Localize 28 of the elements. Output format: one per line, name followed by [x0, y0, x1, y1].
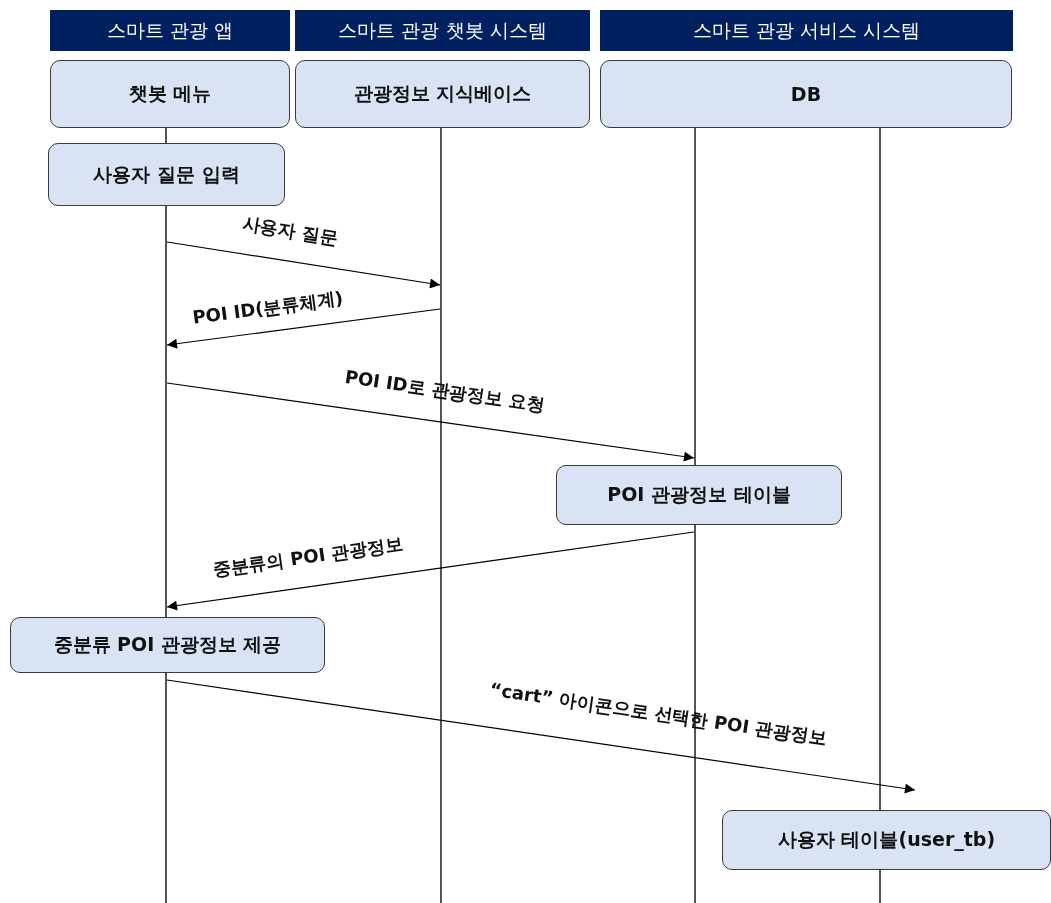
lifeline: [440, 128, 442, 903]
message-arrow: [166, 382, 695, 462]
edge-label: 사용자 질문: [240, 211, 340, 251]
lifeline: [694, 525, 696, 903]
message-arrow: [166, 241, 441, 289]
message-arrow: [166, 531, 695, 611]
lifeline: [879, 870, 881, 903]
lifeline: [694, 128, 696, 465]
edge-label: POI ID로 관광정보 요청: [343, 364, 547, 418]
table-box: 사용자 테이블(user_tb): [722, 810, 1051, 870]
edge-label: POI ID(분류체계): [191, 286, 345, 330]
message-arrow: [166, 308, 441, 349]
component-box: DB: [600, 60, 1012, 128]
process-box: 사용자 질문 입력: [48, 143, 285, 206]
header-bar: 스마트 관광 앱: [50, 10, 290, 51]
lifeline: [165, 128, 167, 143]
table-box: POI 관광정보 테이블: [556, 465, 842, 525]
message-arrow: [166, 679, 916, 794]
component-box: 관광정보 지식베이스: [295, 60, 590, 128]
lifeline: [165, 673, 167, 903]
process-box: 중분류 POI 관광정보 제공: [10, 617, 325, 673]
lifeline: [879, 128, 881, 810]
header-bar: 스마트 관광 서비스 시스템: [600, 10, 1013, 51]
header-bar: 스마트 관광 챗봇 시스템: [295, 10, 590, 51]
edge-label: 중분류의 POI 관광정보: [211, 531, 405, 583]
component-box: 챗봇 메뉴: [50, 60, 290, 128]
lifeline: [165, 206, 167, 617]
edge-label: “cart” 아이콘으로 선택한 POI 관광정보: [488, 677, 829, 751]
